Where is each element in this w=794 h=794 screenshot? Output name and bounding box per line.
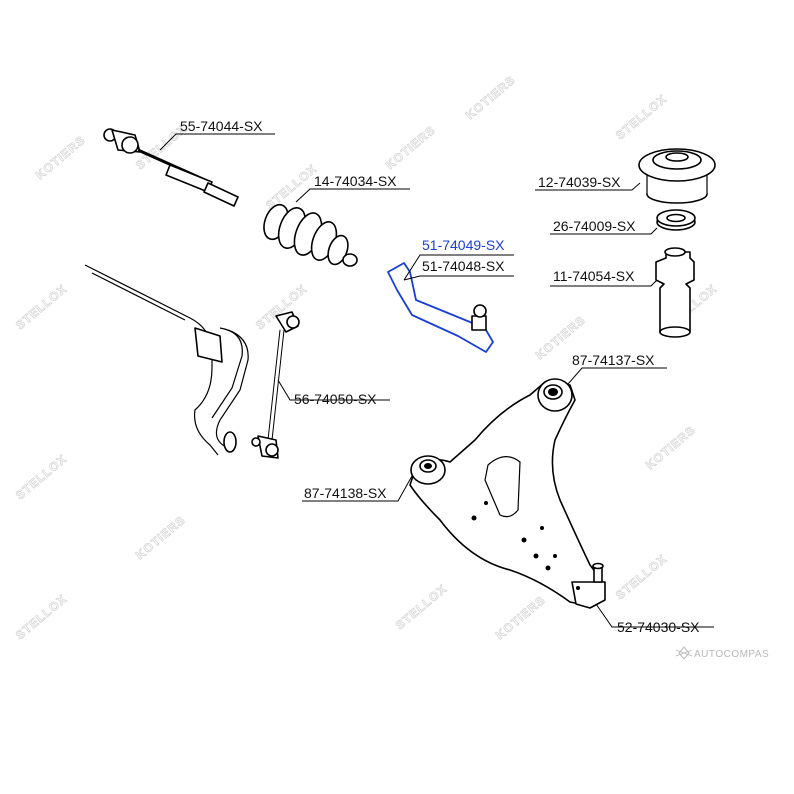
watermark-text: KOTIERS [383, 123, 438, 173]
watermark-text: STELLOX [13, 281, 70, 332]
part-stabilizer-bar [84, 264, 249, 456]
brand-logo-icon [675, 646, 693, 660]
watermark-text: KOTIERS [33, 133, 88, 183]
watermark-text: KOTIERS [643, 423, 698, 473]
watermark-text: KOTIERS [493, 593, 548, 643]
brand-corner: AUTOCOMPAS [675, 646, 769, 660]
label-stabilizer-link[interactable]: 56-74050-SX [294, 391, 377, 407]
label-tie-rod-end[interactable]: 51-74048-SX [422, 258, 505, 274]
watermark-text: STELLOX [613, 91, 670, 142]
watermark-text: STELLOX [13, 591, 70, 642]
label-bearing[interactable]: 26-74009-SX [553, 218, 636, 234]
label-rear-bushing[interactable]: 87-74137-SX [572, 352, 655, 368]
watermark-text: STELLOX [13, 451, 70, 502]
part-tie-rod-end[interactable] [387, 262, 494, 353]
watermark-text: STELLOX [613, 551, 670, 602]
label-steering-boot[interactable]: 14-74034-SX [314, 173, 397, 189]
label-tie-rod-end-highlight[interactable]: 51-74049-SX [422, 237, 505, 253]
label-bump-stop[interactable]: 11-74054-SX [553, 268, 635, 284]
watermark-text: STELLOX [263, 161, 320, 212]
label-front-bushing[interactable]: 87-74138-SX [304, 485, 387, 501]
part-stabilizer-link[interactable] [251, 311, 300, 459]
label-ball-joint[interactable]: 52-74030-SX [617, 619, 700, 635]
part-bearing[interactable] [656, 209, 696, 231]
brand-text: AUTOCOMPAS [694, 649, 769, 660]
leader-lines [159, 133, 714, 628]
watermark-text: STELLOX [393, 581, 450, 632]
part-ball-joint[interactable] [571, 562, 606, 609]
part-lower-control-arm [409, 381, 604, 607]
part-tie-rod[interactable] [103, 128, 239, 207]
part-rear-bushing[interactable] [537, 378, 573, 412]
watermark-text: KOTIERS [133, 513, 188, 563]
label-tie-rod[interactable]: 55-74044-SX [180, 118, 263, 134]
label-strut-mount[interactable]: 12-74039-SX [538, 174, 621, 190]
watermark-text: KOTIERS [463, 73, 518, 123]
part-front-bushing[interactable] [410, 455, 446, 485]
part-steering-boot[interactable] [260, 201, 358, 267]
part-labels: 55-74044-SX 14-74034-SX 51-74049-SX 51-7… [180, 118, 700, 635]
part-strut-mount[interactable] [638, 148, 716, 204]
part-bump-stop[interactable] [655, 247, 695, 338]
